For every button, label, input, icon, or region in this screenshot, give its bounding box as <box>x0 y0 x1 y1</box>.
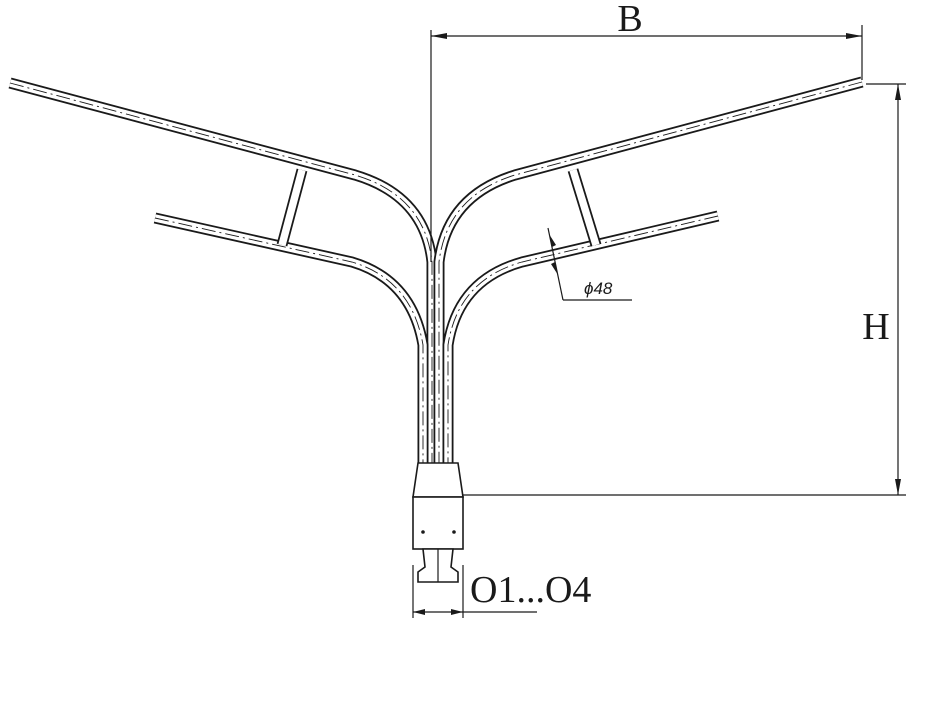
tube-upper-left-arm <box>8 77 438 480</box>
dimension-h-label: H <box>862 306 889 348</box>
base-sleeve <box>412 462 464 583</box>
mount-dimension: O1...O4 <box>412 565 591 618</box>
tube-upper-right-arm <box>433 76 864 480</box>
dimension-b: B <box>430 0 863 262</box>
mount-range-label: O1...O4 <box>470 569 591 611</box>
dimension-b-label: B <box>617 0 642 40</box>
tube-lower-right-arm <box>442 210 720 480</box>
brace-right <box>567 168 602 247</box>
diameter-label: ϕ48 <box>584 279 613 298</box>
tube-lower-left-arm <box>153 212 429 480</box>
diameter-callout: ϕ48 <box>547 227 632 301</box>
brace-left <box>276 168 308 247</box>
dimension-h: H <box>463 83 906 496</box>
